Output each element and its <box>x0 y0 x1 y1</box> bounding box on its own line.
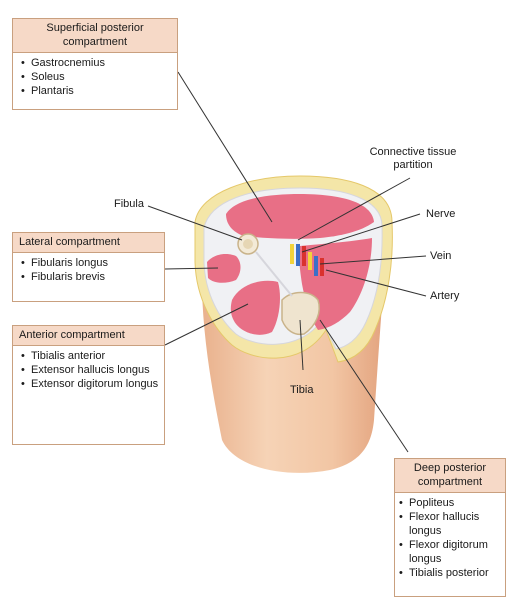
list-item: Gastrocnemius <box>21 56 173 70</box>
superficial-posterior-title: Superficial posterior compartment <box>13 19 177 53</box>
deep-posterior-box: Deep posterior compartment Popliteus Fle… <box>394 458 506 597</box>
nerve-label: Nerve <box>426 208 455 221</box>
deep-posterior-title: Deep posterior compartment <box>395 459 505 493</box>
list-item: Fibularis longus <box>21 256 160 270</box>
list-item: Fibularis brevis <box>21 270 160 284</box>
tibia-label: Tibia <box>290 384 313 397</box>
vein-vessel <box>296 244 300 266</box>
list-item: Flexor hallucis longus <box>399 510 501 538</box>
list-item: Plantaris <box>21 84 173 98</box>
list-item: Soleus <box>21 70 173 84</box>
superficial-posterior-list: Gastrocnemius Soleus Plantaris <box>13 53 177 102</box>
artery-vessel-2 <box>320 258 324 276</box>
artery-vessel <box>302 246 306 266</box>
lateral-compartment-box: Lateral compartment Fibularis longus Fib… <box>12 232 165 302</box>
list-item: Tibialis anterior <box>21 349 160 363</box>
anterior-compartment-title: Anterior compartment <box>13 326 164 346</box>
vein-vessel-2 <box>314 256 318 276</box>
superficial-posterior-box: Superficial posterior compartment Gastro… <box>12 18 178 110</box>
list-item: Extensor hallucis longus <box>21 363 160 377</box>
anterior-compartment-box: Anterior compartment Tibialis anterior E… <box>12 325 165 445</box>
fibula-marrow <box>243 239 253 249</box>
list-item: Extensor digitorum longus <box>21 377 160 391</box>
vein-label: Vein <box>430 250 451 263</box>
connective-tissue-label: Connective tissue partition <box>350 146 476 172</box>
list-item: Tibialis posterior <box>399 566 501 580</box>
deep-posterior-list: Popliteus Flexor hallucis longus Flexor … <box>395 493 505 584</box>
list-item: Popliteus <box>399 496 501 510</box>
lateral-compartment-title: Lateral compartment <box>13 233 164 253</box>
lateral-compartment-list: Fibularis longus Fibularis brevis <box>13 253 164 288</box>
list-item: Flexor digitorum longus <box>399 538 501 566</box>
nerve-vessel <box>290 244 294 264</box>
superficial-posterior-muscle <box>226 194 374 239</box>
nerve-vessel-2 <box>308 252 312 270</box>
fibula-label: Fibula <box>114 198 144 211</box>
artery-label: Artery <box>430 290 459 303</box>
anterior-compartment-list: Tibialis anterior Extensor hallucis long… <box>13 346 164 395</box>
